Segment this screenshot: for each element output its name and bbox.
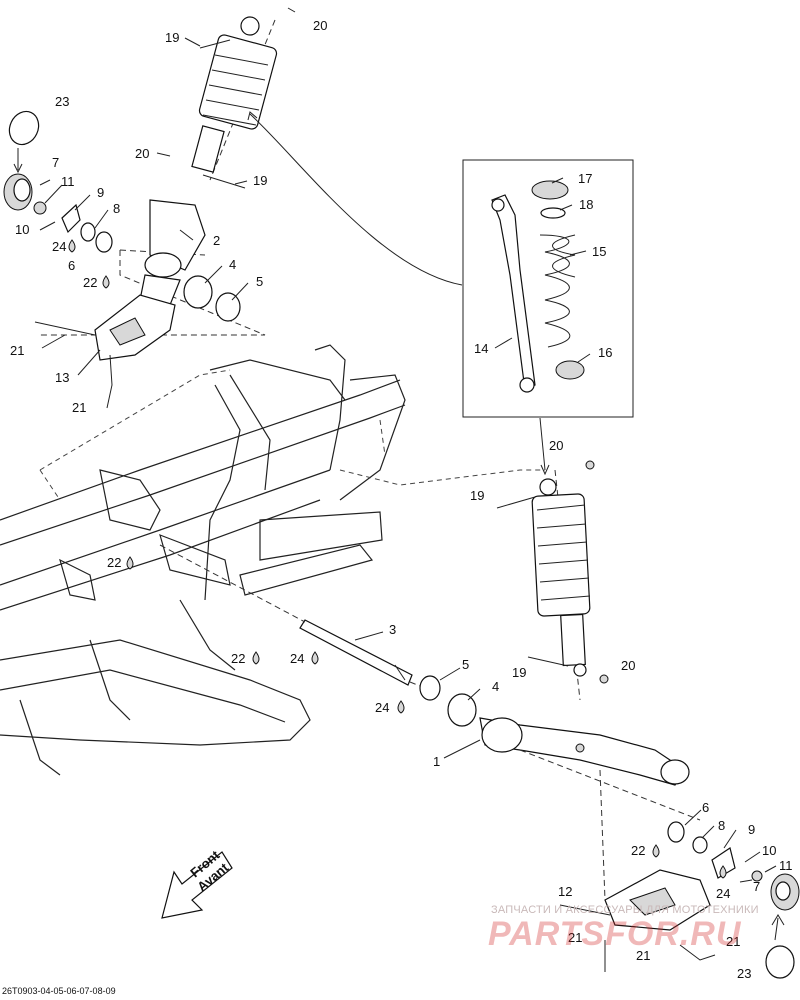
callout-4: 4 [229, 257, 236, 272]
callout-24: 24 [716, 886, 730, 901]
callout-9: 9 [97, 185, 104, 200]
axle-shaft [159, 544, 431, 691]
callout-10: 10 [15, 222, 29, 237]
callout-24: 24 [290, 651, 304, 666]
upper-shock-assembly [191, 7, 296, 189]
callout-6: 6 [702, 800, 709, 815]
callout-7: 7 [753, 879, 760, 894]
callout-5: 5 [256, 274, 263, 289]
drop-icon [311, 651, 319, 665]
drop-icon [652, 844, 660, 858]
callout-21: 21 [72, 400, 86, 415]
lubricant-drop-icons [68, 239, 727, 879]
vehicle-frame [0, 344, 545, 776]
lower-shock-assembly [496, 460, 609, 701]
callout-leaders [39, 37, 777, 883]
callout-17: 17 [578, 171, 592, 186]
front-direction-arrow: Front Avant [161, 847, 233, 919]
callout-21: 21 [726, 934, 740, 949]
callout-23: 23 [55, 94, 69, 109]
callout-14: 14 [474, 341, 488, 356]
upper-left-arm-group [3, 110, 266, 409]
callout-10: 10 [762, 843, 776, 858]
callout-22: 22 [107, 555, 121, 570]
callout-21: 21 [10, 343, 24, 358]
callout-19: 19 [253, 173, 267, 188]
callout-20: 20 [313, 18, 327, 33]
detail-arrow-upper [249, 113, 463, 286]
callout-21: 21 [568, 930, 582, 945]
callout-20: 20 [621, 658, 635, 673]
watermark-logo: PARTSFOR.RU [488, 915, 742, 953]
callout-18: 18 [579, 197, 593, 212]
callout-24: 24 [52, 239, 66, 254]
callout-4: 4 [492, 679, 499, 694]
callout-labels: 20 19 23 7 11 9 8 10 24 6 20 19 2 22 4 5… [10, 18, 793, 981]
callout-6: 6 [68, 258, 75, 273]
callout-3: 3 [389, 622, 396, 637]
shock-detail-box [462, 159, 634, 418]
drop-icon [397, 700, 405, 714]
callout-8: 8 [113, 201, 120, 216]
callout-16: 16 [598, 345, 612, 360]
callout-15: 15 [592, 244, 606, 259]
callout-9: 9 [748, 822, 755, 837]
drop-icon [126, 556, 134, 570]
drop-icon [102, 275, 110, 289]
callout-23: 23 [737, 966, 751, 981]
callout-24: 24 [375, 700, 389, 715]
callout-19: 19 [470, 488, 484, 503]
callout-22: 22 [231, 651, 245, 666]
callout-1: 1 [433, 754, 440, 769]
drop-icon [68, 239, 76, 253]
lower-arm-assembly [419, 675, 800, 979]
detail-arrow-lower [539, 417, 546, 471]
callout-20: 20 [549, 438, 563, 453]
callout-19: 19 [512, 665, 526, 680]
callout-11: 11 [61, 174, 75, 189]
callout-13: 13 [55, 370, 69, 385]
drawing-code: 26T0903-04-05-06-07-08-09 [2, 986, 116, 996]
callout-22: 22 [83, 275, 97, 290]
callout-8: 8 [718, 818, 725, 833]
callout-7: 7 [52, 155, 59, 170]
watermark-caption: ЗАПЧАСТИ И АКСЕССУАРЫ ДЛЯ МОТОТЕХНИКИ [491, 904, 759, 916]
callout-21: 21 [636, 948, 650, 963]
callout-20: 20 [135, 146, 149, 161]
callout-12: 12 [558, 884, 572, 899]
callout-2: 2 [213, 233, 220, 248]
drop-icon [719, 865, 727, 879]
callout-22: 22 [631, 843, 645, 858]
callout-19: 19 [165, 30, 179, 45]
drop-icon [252, 651, 260, 665]
callout-11: 11 [779, 858, 793, 873]
callout-5: 5 [462, 657, 469, 672]
